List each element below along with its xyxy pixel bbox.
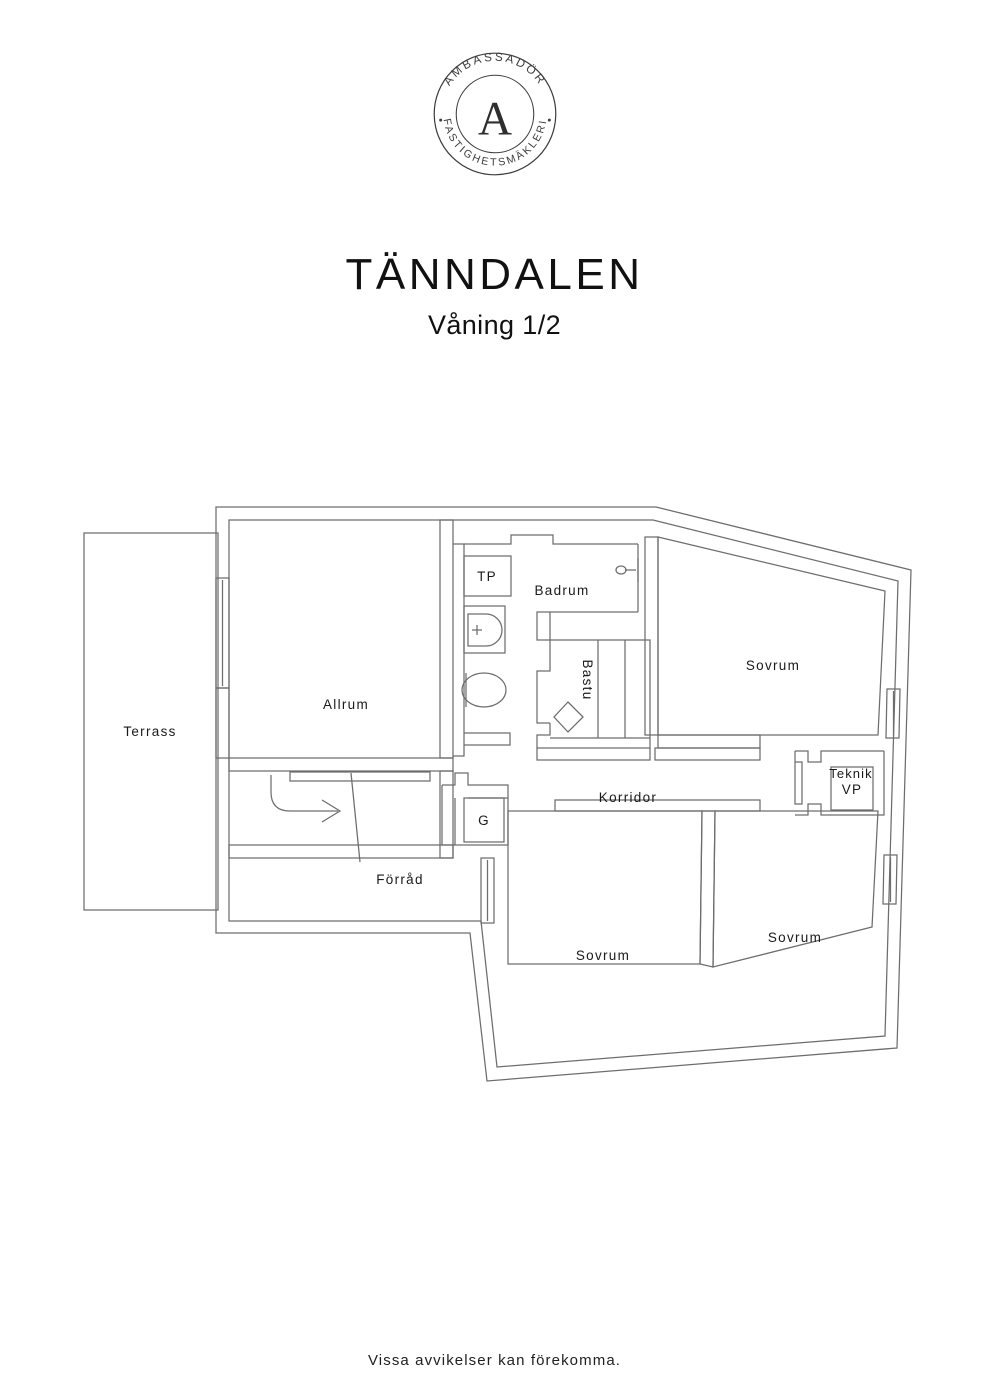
logo-top-arc-text: AMBASSADÖR (441, 51, 548, 88)
building-outer-wall (215, 506, 912, 1082)
sovrum-top-walls (644, 536, 886, 749)
box-label-tp: TP (477, 569, 497, 584)
box-label-vp: VP (842, 782, 863, 797)
badrum-fixture-strip (453, 543, 511, 757)
terrass-outline (83, 532, 219, 911)
forrad-walls (228, 770, 454, 859)
forrad-stair-indicator (270, 772, 361, 863)
box-label-g: G (478, 813, 490, 828)
window-lower-left (480, 857, 495, 924)
logo-dot-right-icon (547, 118, 551, 122)
room-label-allrum: Allrum (323, 697, 369, 712)
title-block: TÄNNDALEN Våning 1/2 (0, 250, 989, 341)
room-label-terrass: Terrass (123, 724, 176, 739)
corridor-upper-wall (536, 747, 761, 761)
disclaimer-text: Vissa avvikelser kan förekomma. (367, 1352, 622, 1369)
corridor-lower-wall (554, 799, 761, 812)
logo-monogram: A (477, 94, 511, 146)
sovrum-mid-walls (507, 810, 716, 968)
room-label-forrad: Förråd (376, 872, 424, 887)
g-closet-walls (441, 772, 509, 846)
room-label-korridor: Korridor (599, 790, 657, 805)
floorplan-drawing: Terrass Allrum Förråd Badrum Bastu Korri… (0, 470, 989, 1170)
shower-head-icon (615, 558, 639, 582)
sauna-stove-icon (553, 701, 584, 733)
brand-logo: AMBASSADÖR FASTIGHETSMÄKLERI A (0, 38, 989, 190)
room-label-bastu: Bastu (580, 659, 595, 700)
floorplan-svg: Terrass Allrum Förråd Badrum Bastu Korri… (83, 506, 912, 1082)
room-label-sovrum-top: Sovrum (746, 658, 800, 673)
sovrum-right-walls (712, 810, 879, 968)
window-right-lower (882, 854, 898, 905)
page-subtitle: Våning 1/2 (427, 310, 562, 341)
room-label-sovrum-mid: Sovrum (576, 948, 630, 963)
ambassador-seal-icon: AMBASSADÖR FASTIGHETSMÄKLERI A (433, 51, 556, 176)
room-label-badrum: Badrum (534, 583, 589, 598)
room-label-sovrum-right: Sovrum (768, 930, 822, 945)
window-right-upper (885, 688, 901, 739)
teknik-walls (794, 750, 885, 816)
allrum-walls (228, 519, 454, 772)
page-title: TÄNNDALEN (345, 250, 644, 299)
room-label-teknik: Teknik (829, 766, 872, 781)
logo-dot-left-icon (438, 118, 442, 122)
